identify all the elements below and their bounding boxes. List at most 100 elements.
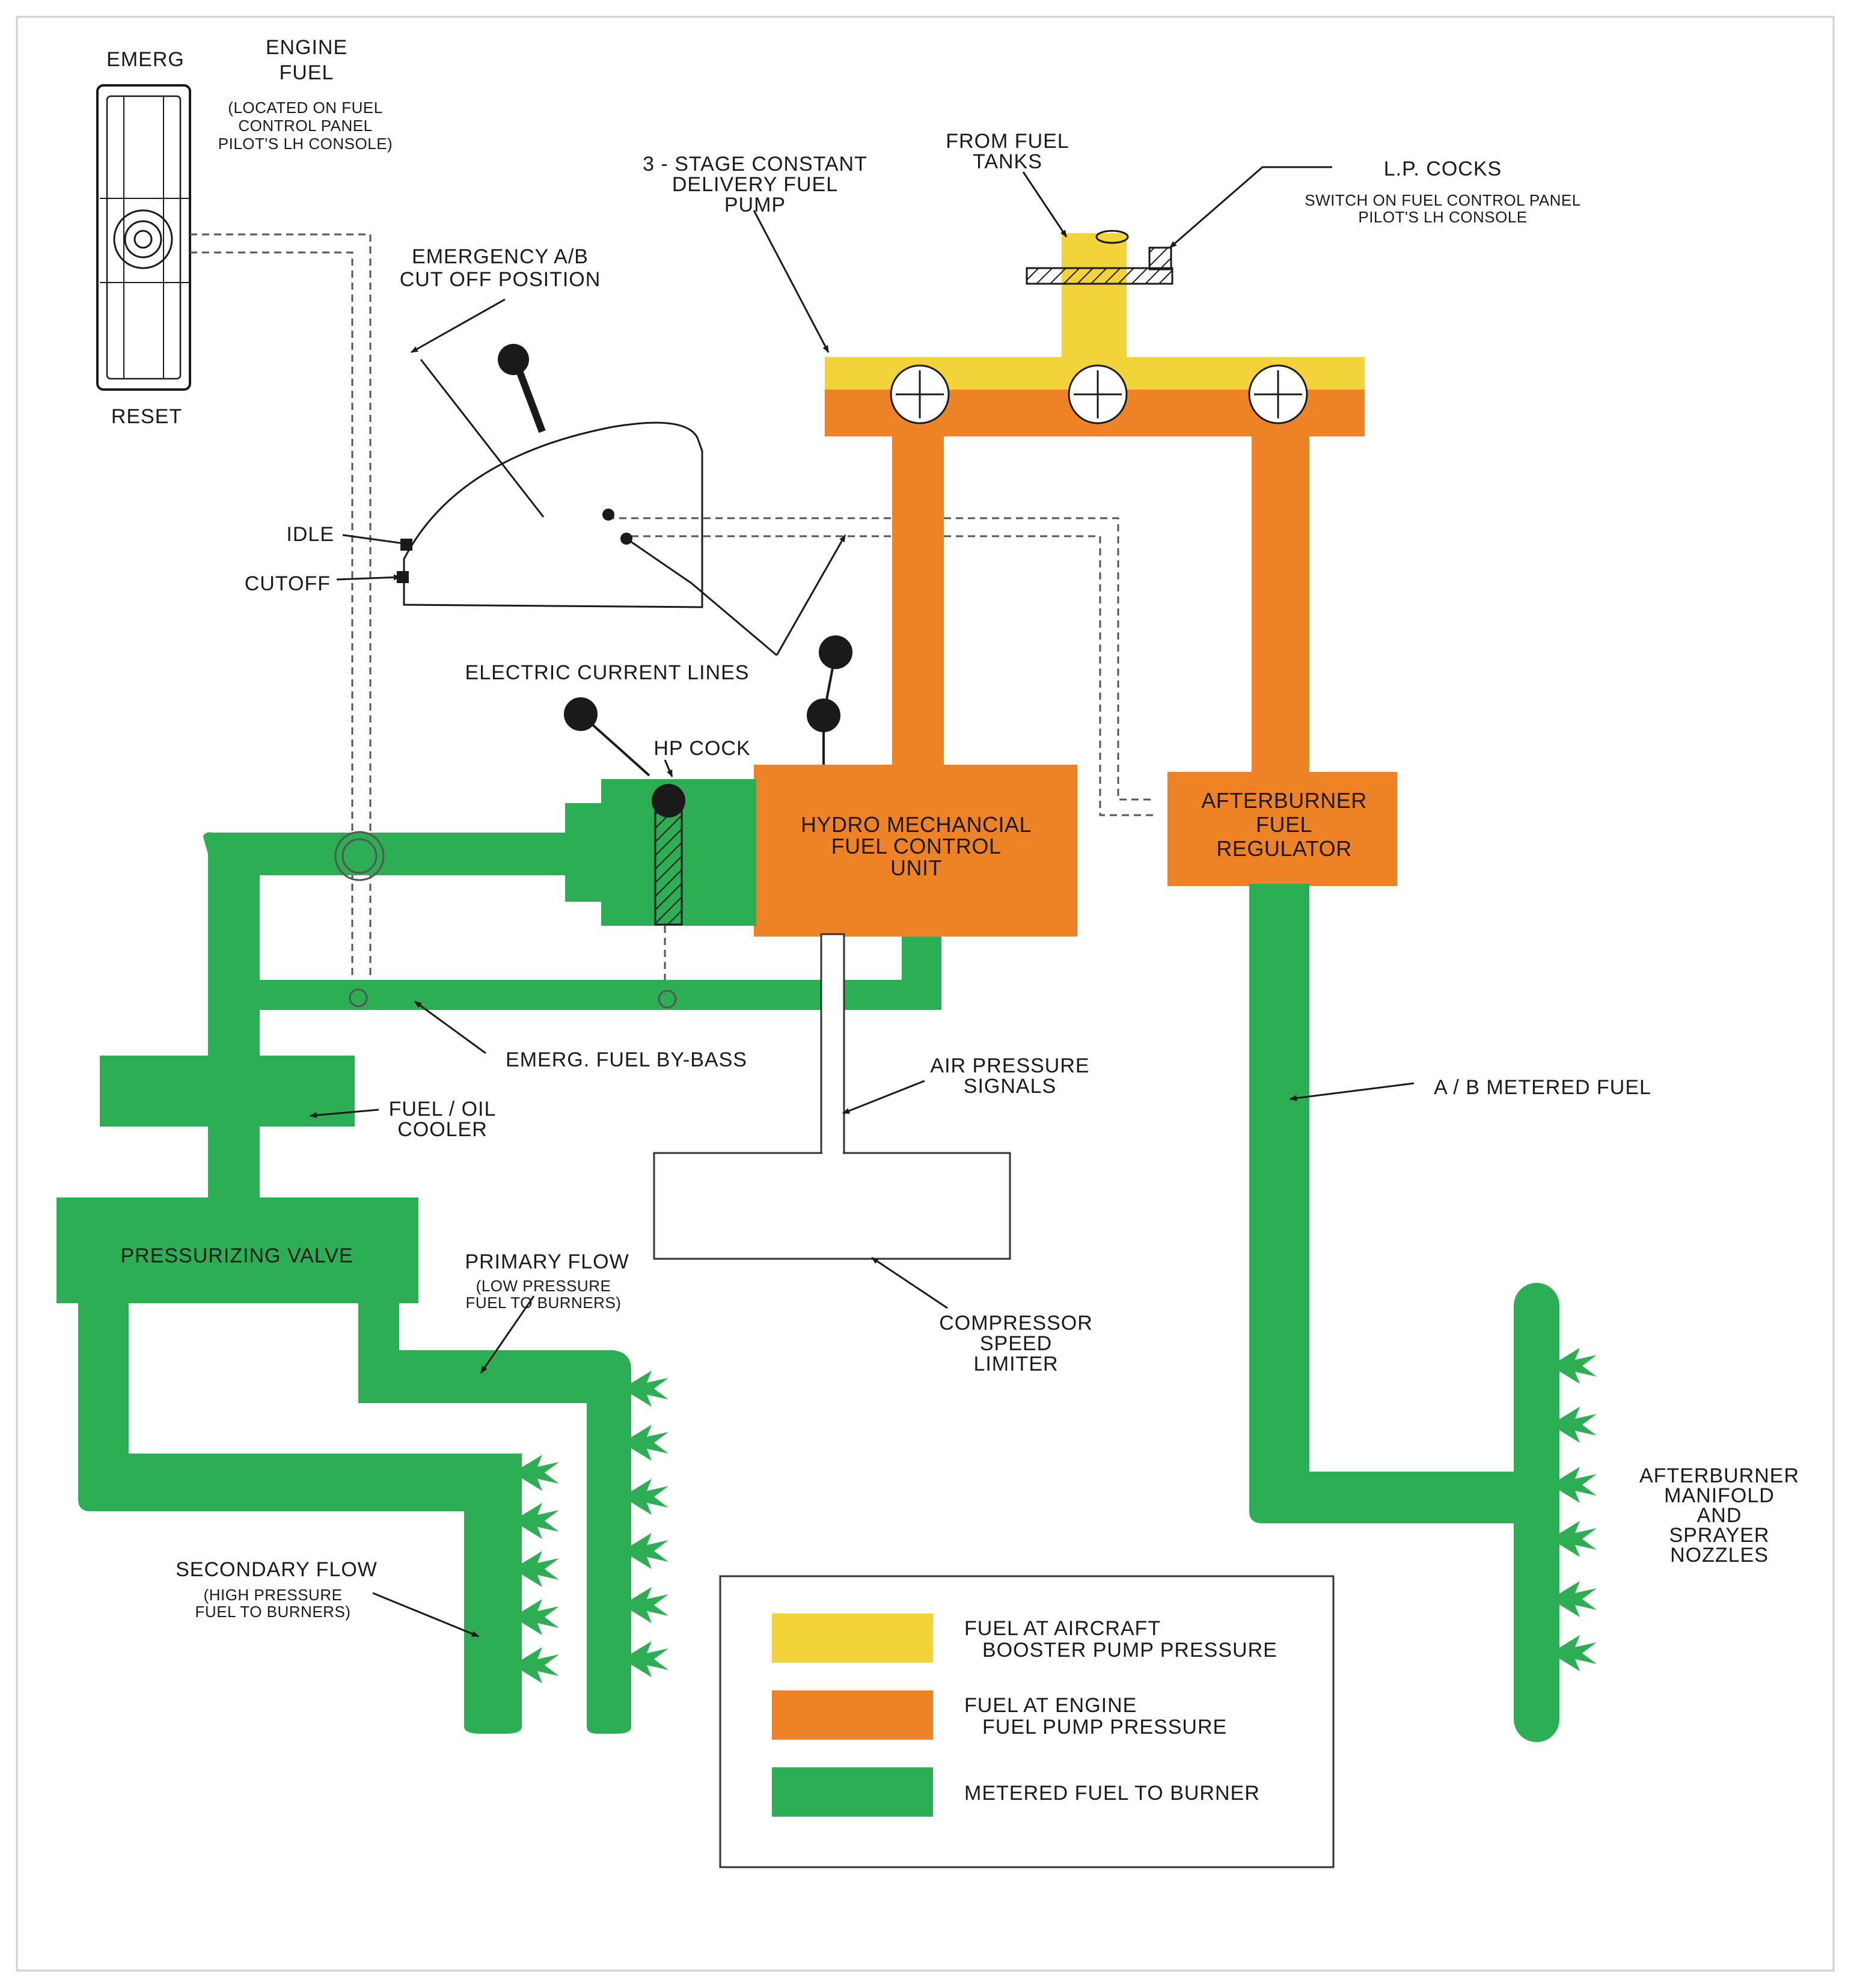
sprayer-nozzle-icon — [630, 1533, 669, 1569]
ab-regulator-label: FUEL — [1256, 812, 1312, 837]
sprayer-nozzle-icon — [630, 1641, 669, 1677]
electric-current-line-terminals — [564, 635, 852, 777]
electric-terminal — [564, 697, 598, 731]
air-pressure-label: SIGNALS — [964, 1075, 1056, 1098]
sprayer-nozzle-icon — [1558, 1635, 1597, 1671]
hmfcu-label: HYDRO MECHANCIAL — [801, 812, 1032, 837]
cutoff-label: CUTOFF — [245, 572, 331, 595]
compressor-speed-limiter — [653, 933, 1011, 1260]
pump-to-hmfcu-pipe — [892, 433, 944, 769]
secondary-flow-note: (HIGH PRESSURE — [204, 1586, 343, 1604]
hmfcu-label: FUEL CONTROL — [831, 834, 1002, 858]
emergency-ab-label: CUT OFF POSITION — [400, 268, 601, 291]
cooler-to-valve — [208, 1124, 260, 1200]
main-metered-line-upper — [203, 832, 260, 1064]
engine-pump-pressure-fuel — [754, 390, 1397, 937]
hp-cock[interactable] — [652, 784, 685, 926]
sprayer-nozzle-icon — [521, 1647, 559, 1683]
ab-manifold — [1514, 1283, 1559, 1742]
secondary-manifold — [78, 1302, 522, 1734]
leader-arrows — [310, 166, 1415, 1638]
legend-swatch-metered — [772, 1767, 933, 1817]
engine-fuel-label: FUEL — [280, 61, 334, 84]
ab-manifold-label: SPRAYER — [1669, 1524, 1770, 1547]
sprayer-nozzle-icon — [630, 1479, 669, 1515]
pump-stages — [890, 364, 1308, 424]
legend-text: FUEL AT ENGINE — [964, 1694, 1137, 1717]
ab-metered-line — [1249, 884, 1521, 1523]
emergency-ab-label: EMERGENCY A/B — [412, 245, 589, 268]
legend-swatch-booster — [772, 1613, 933, 1663]
compressor-limiter-label: COMPRESSOR — [939, 1312, 1093, 1335]
sprayer-nozzle-icon — [1558, 1581, 1597, 1617]
sprayer-nozzle-icon — [630, 1425, 669, 1461]
lp-cock[interactable] — [1026, 230, 1173, 285]
ab-manifold-label: AFTERBURNER — [1639, 1464, 1799, 1487]
ab-regulator-box — [1167, 772, 1397, 886]
ab-manifold-label: AND — [1697, 1504, 1742, 1527]
engine-fuel-location-note: (LOCATED ON FUEL — [228, 99, 382, 117]
sprayer-nozzle-icon — [1558, 1348, 1597, 1384]
engine-fuel-label: ENGINE — [266, 36, 347, 59]
electric-lines-label: ELECTRIC CURRENT LINES — [465, 661, 750, 684]
sprayer-nozzle-icon — [1558, 1467, 1597, 1503]
lp-cocks-note: SWITCH ON FUEL CONTROL PANEL — [1305, 191, 1580, 209]
metered-fuel-network — [57, 779, 1559, 1742]
dashed-control-linkages — [190, 233, 1155, 998]
engine-fuel-location-note: CONTROL PANEL — [238, 117, 372, 135]
from-tanks-label: FROM FUEL — [946, 130, 1069, 153]
compressor-limiter-label: SPEED — [980, 1332, 1052, 1355]
bypass-label: EMERG. FUEL BY-BASS — [506, 1048, 747, 1071]
ab-manifold-label: MANIFOLD — [1664, 1484, 1775, 1507]
pump-to-ab-pipe — [1252, 433, 1309, 775]
engine-fuel-location-note: PILOT'S LH CONSOLE) — [218, 135, 393, 153]
hmfcu-label: UNIT — [890, 855, 942, 880]
throttle-quadrant[interactable] — [397, 344, 777, 656]
sprayer-nozzle-icon — [1558, 1407, 1597, 1443]
tank-inlet-pipe — [1062, 233, 1127, 365]
primary-flow-note: FUEL TO BURNERS) — [466, 1294, 622, 1312]
secondary-flow-note: FUEL TO BURNERS) — [195, 1603, 351, 1621]
electric-terminal — [819, 635, 852, 669]
ab-regulator-label: REGULATOR — [1216, 836, 1351, 861]
sprayer-nozzle-icon — [521, 1503, 559, 1539]
sprayer-nozzle-icon — [630, 1587, 669, 1623]
pump-label: PUMP — [724, 194, 786, 216]
pump-label: 3 - STAGE CONSTANT — [643, 153, 867, 176]
page-frame — [16, 16, 1835, 1972]
ab-manifold-label: NOZZLES — [1670, 1544, 1769, 1567]
sprayer-nozzle-icon — [1558, 1521, 1597, 1557]
ab-regulator-label: AFTERBURNER — [1201, 788, 1367, 813]
lp-cocks-note: PILOT'S LH CONSOLE — [1358, 208, 1527, 226]
hp-cock-label: HP COCK — [653, 737, 750, 760]
pressurizing-valve-label: PRESSURIZING VALVE — [120, 1244, 353, 1267]
legend-text: METERED FUEL TO BURNER — [964, 1782, 1260, 1805]
bypass-junctions — [334, 831, 677, 1009]
secondary-flow-label: SECONDARY FLOW — [176, 1558, 378, 1581]
hp-cock-nozzle — [565, 803, 607, 902]
fuel-oil-cooler-label: COOLER — [397, 1118, 488, 1141]
primary-flow-note: (LOW PRESSURE — [476, 1277, 611, 1295]
electric-terminal — [807, 699, 840, 732]
lp-cocks-label: L.P. COCKS — [1384, 158, 1502, 180]
sprayer-nozzle-icon — [521, 1599, 559, 1635]
burner-sprayer-nozzles — [521, 1348, 1597, 1683]
legend-swatch-engine_pump — [772, 1690, 933, 1740]
legend-text: FUEL PUMP PRESSURE — [982, 1716, 1227, 1739]
legend-text: BOOSTER PUMP PRESSURE — [982, 1639, 1277, 1662]
legend-text: FUEL AT AIRCRAFT — [964, 1617, 1161, 1640]
pressurizing-valve — [57, 1197, 418, 1303]
idle-label: IDLE — [286, 523, 334, 546]
main-metered-line — [208, 833, 941, 1058]
sprayer-nozzle-icon — [521, 1551, 559, 1587]
pump-label: DELIVERY FUEL — [672, 173, 838, 196]
hmfcu-box — [754, 765, 1077, 937]
reset-label: RESET — [111, 405, 182, 428]
from-tanks-label: TANKS — [973, 150, 1042, 173]
emerg-engine-fuel-switch[interactable] — [96, 84, 191, 391]
primary-flow-label: PRIMARY FLOW — [465, 1250, 629, 1273]
air-pressure-label: AIR PRESSURE — [930, 1054, 1089, 1077]
